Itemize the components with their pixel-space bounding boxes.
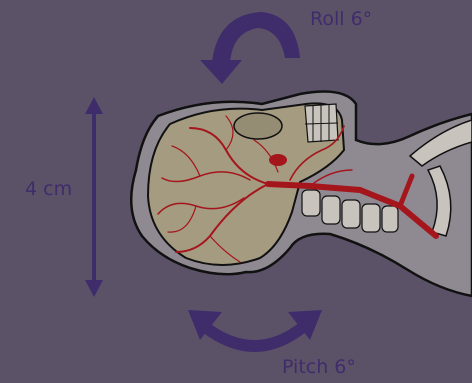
scale-label: 4 cm [25,178,72,200]
roll-label: Roll 6° [310,8,372,30]
pitch-label: Pitch 6° [282,356,356,378]
scale-arrow-icon [85,97,103,297]
roll-arrow-icon [200,12,300,84]
pitch-arrow-icon [188,310,322,352]
